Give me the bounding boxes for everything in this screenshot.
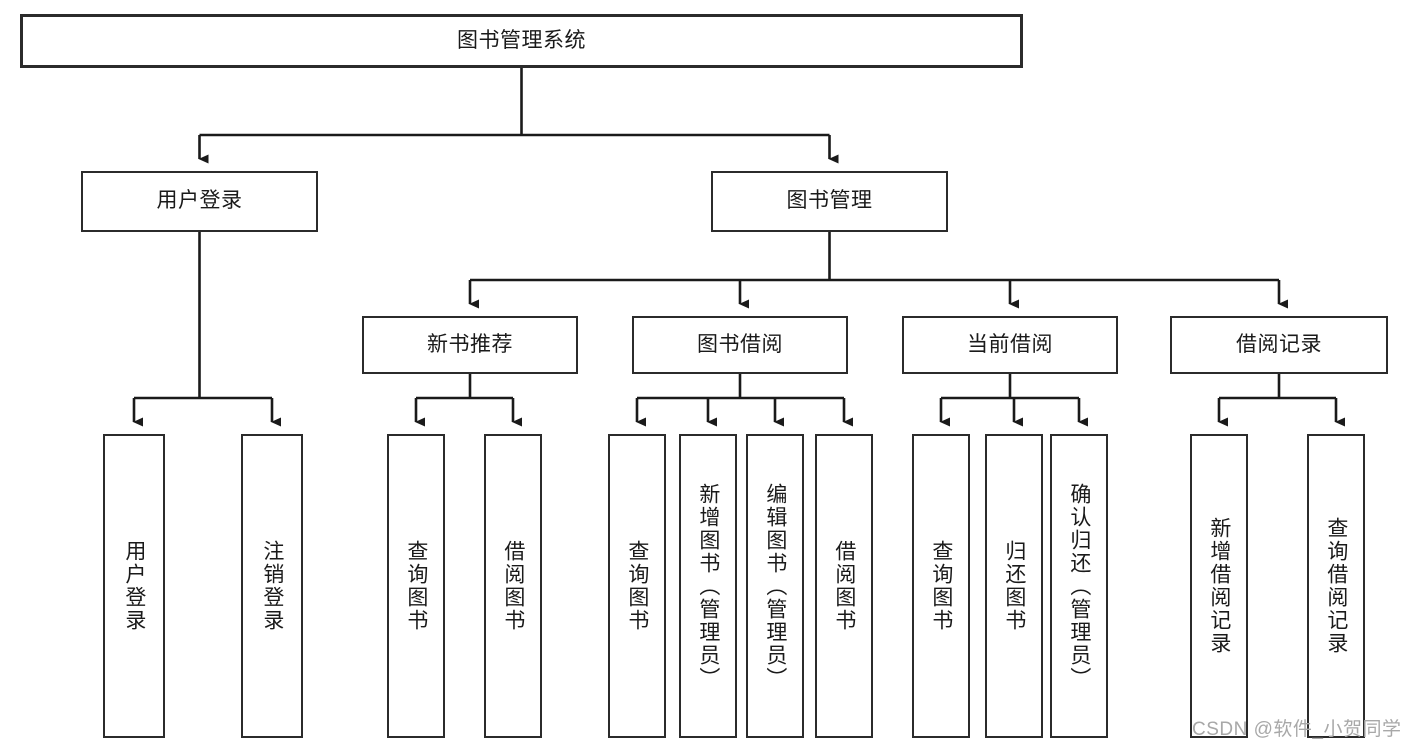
node-label: 查询图书 [929,540,953,632]
node-label: 当前借阅 [967,332,1053,356]
node-label: 归还图书 [1002,540,1026,632]
node-label: 新书推荐 [427,332,513,356]
node-label: 确认归还（管理员） [1067,482,1091,690]
node-label: 注销登录 [260,540,284,632]
node-label: 借阅记录 [1236,332,1322,356]
node-label: 查询图书 [404,540,428,632]
node-label: 图书管理 [786,189,873,213]
node-leaf-query-book-1[interactable]: 查询图书 [387,434,445,738]
node-leaf-logout[interactable]: 注销登录 [241,434,303,738]
node-label: 图书借阅 [697,332,783,356]
node-label: 用户登录 [156,189,243,213]
node-user-login[interactable]: 用户登录 [81,171,318,232]
node-leaf-add-book[interactable]: 新增图书（管理员） [679,434,737,738]
node-leaf-query-book-3[interactable]: 查询图书 [912,434,970,738]
node-leaf-query-book-2[interactable]: 查询图书 [608,434,666,738]
node-label: 编辑图书（管理员） [763,482,787,690]
node-leaf-edit-book[interactable]: 编辑图书（管理员） [746,434,804,738]
node-root[interactable]: 图书管理系统 [20,14,1023,68]
node-current-borrow[interactable]: 当前借阅 [902,316,1118,374]
node-leaf-borrow-book-2[interactable]: 借阅图书 [815,434,873,738]
node-leaf-return-book[interactable]: 归还图书 [985,434,1043,738]
node-leaf-confirm-return[interactable]: 确认归还（管理员） [1050,434,1108,738]
node-label: 新增借阅记录 [1207,517,1231,655]
csdn-watermark: CSDN @软件_小贺同学 [1192,719,1402,740]
node-borrow-record[interactable]: 借阅记录 [1170,316,1388,374]
node-label: 查询图书 [625,540,649,632]
node-book-borrow[interactable]: 图书借阅 [632,316,848,374]
node-new-book-recommend[interactable]: 新书推荐 [362,316,578,374]
node-book-manage[interactable]: 图书管理 [711,171,948,232]
node-label: 借阅图书 [501,540,525,632]
node-label: 图书管理系统 [457,28,586,52]
node-label: 查询借阅记录 [1324,517,1348,655]
node-label: 用户登录 [122,540,146,632]
node-label: 新增图书（管理员） [696,482,720,690]
node-leaf-query-borrow-record[interactable]: 查询借阅记录 [1307,434,1365,738]
node-leaf-add-borrow-record[interactable]: 新增借阅记录 [1190,434,1248,738]
node-leaf-borrow-book-1[interactable]: 借阅图书 [484,434,542,738]
node-label: 借阅图书 [832,540,856,632]
node-leaf-user-login[interactable]: 用户登录 [103,434,165,738]
